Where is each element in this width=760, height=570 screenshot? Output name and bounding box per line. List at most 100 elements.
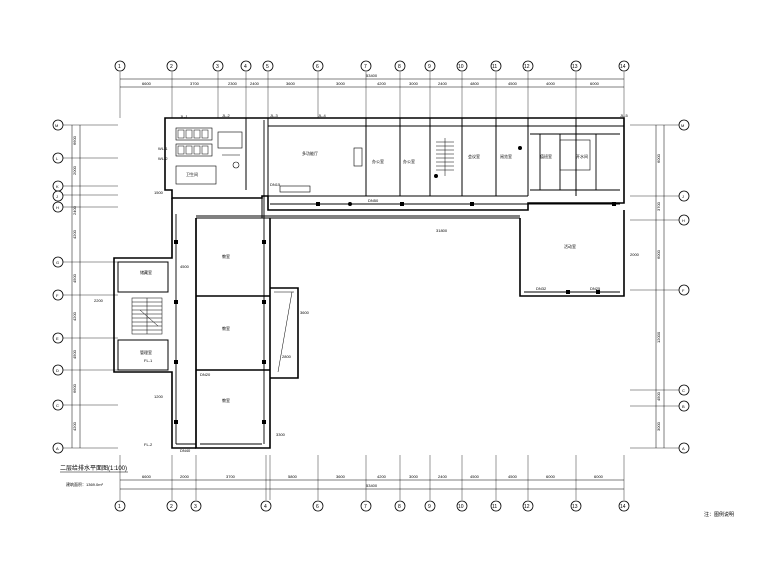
top-dim-8: 3000 [409, 81, 419, 86]
axis-bubble-top-1: 1 [118, 64, 121, 70]
axis-bubble-top-9: 9 [428, 64, 431, 70]
axis-bubble-bottom-2: 2 [170, 504, 173, 510]
room-label-reading: 阅览室 [500, 153, 512, 159]
axis-bubble-right-H: H [682, 218, 685, 223]
bottom-dim-4: 5800 [288, 474, 298, 479]
bottom-grid-axes: 1 2 3 4 6 7 8 9 10 11 12 13 14 [114, 455, 630, 512]
axis-bubble-bottom-14: 14 [620, 504, 626, 510]
room-equipment [279, 139, 591, 193]
room-label-meeting: 会议室 [468, 153, 480, 159]
stair-left [131, 297, 163, 335]
axis-bubble-left-G: G [56, 260, 59, 265]
pipe-tag-jl2: JL-2 [222, 113, 231, 118]
top-dim-12: 4000 [546, 81, 556, 86]
drawing-note: 注：图例说明 [704, 511, 734, 518]
left-dim-6: 4500 [72, 273, 77, 283]
left-dim-1: 6600 [72, 135, 77, 145]
top-dim-6: 3000 [336, 81, 346, 86]
stair-top [436, 138, 454, 176]
axis-bubble-bottom-3: 3 [194, 504, 197, 510]
top-dimension-chain: 53400 6600 3700 2300 2400 3600 3000 4200… [120, 73, 624, 88]
pipe-size-dn15: DN15 [270, 182, 281, 187]
pipe-size-dn50: DN50 [368, 198, 379, 203]
top-dim-13: 6000 [590, 81, 600, 86]
pipe-length-4500: 4500 [180, 264, 190, 269]
axis-bubble-left-L: L [56, 156, 59, 161]
right-dim-2: 3700 [656, 201, 661, 211]
left-dim-8: 4500 [72, 349, 77, 359]
room-label-storage: 储藏室 [140, 269, 152, 275]
axis-bubble-left-K: K [56, 184, 59, 189]
axis-bubble-top-10: 10 [458, 64, 464, 70]
top-dim-1: 6600 [142, 81, 152, 86]
room-label-management: 管理室 [140, 349, 152, 355]
left-dim-4: 2400 [72, 205, 77, 215]
room-label-office-1: 办公室 [372, 158, 384, 164]
bottom-dim-10: 4500 [508, 474, 518, 479]
axis-bubble-bottom-6: 6 [316, 504, 319, 510]
room-label-classroom-2: 教室 [222, 325, 230, 331]
left-dim-7: 4200 [72, 311, 77, 321]
axis-bubble-top-6: 6 [316, 64, 319, 70]
axis-bubble-top-11: 11 [492, 64, 497, 70]
pipe-tag-fl2: FL-2 [144, 442, 153, 447]
axis-bubble-bottom-8: 8 [398, 504, 401, 510]
right-grid-axes: M J H F C B A 6000 3700 6000 12000 4500 … [630, 119, 690, 454]
bottom-dim-12: 6000 [594, 474, 604, 479]
axis-bubble-bottom-12: 12 [524, 504, 530, 510]
top-block-partitions [245, 118, 624, 197]
drawing-scale-note: 建筑面积：1369.0m² [66, 481, 104, 487]
pipe-tag-wl2: WL-2 [158, 156, 168, 161]
axis-bubble-left-M: M [55, 123, 58, 128]
room-labels: 多功能厅 办公室 办公室 会议室 阅览室 卫生间 教室 教室 教室 活动室 储藏… [140, 150, 588, 403]
room-label-duty: 值班室 [540, 153, 552, 159]
pipe-length-1500: 1500 [154, 190, 164, 195]
axis-bubble-right-A: A [682, 446, 685, 451]
top-dim-2: 3700 [190, 81, 200, 86]
room-label-toilet: 卫生间 [186, 171, 198, 177]
pipe-length-3300: 3300 [276, 432, 286, 437]
axis-bubble-bottom-10: 10 [458, 504, 464, 510]
bottom-overall-dimension: 53400 [366, 483, 378, 488]
axis-bubble-bottom-7: 7 [364, 504, 367, 510]
right-dim-3: 6000 [656, 249, 661, 259]
top-dim-10: 4800 [470, 81, 480, 86]
right-dim-1: 6000 [656, 153, 661, 163]
axis-bubble-left-E: E [56, 336, 59, 341]
pipe-length-31800: 31800 [436, 228, 448, 233]
axis-bubble-bottom-11: 11 [492, 504, 497, 510]
axis-bubble-left-J: J [56, 194, 58, 199]
left-dim-2: 2000 [72, 165, 77, 175]
bottom-dim-2: 2000 [180, 474, 190, 479]
axis-bubble-right-B: B [682, 404, 685, 409]
room-label-activity: 活动室 [564, 243, 576, 249]
pipe-fittings [174, 146, 616, 424]
pipe-size-dn25: DN25 [590, 286, 601, 291]
left-dim-5: 4200 [72, 229, 77, 239]
bottom-dim-6: 4200 [377, 474, 387, 479]
pipe-length-2800: 2800 [282, 354, 292, 359]
pipe-length-3600: 3600 [300, 310, 310, 315]
axis-bubble-bottom-4: 4 [264, 504, 267, 510]
building-walls [113, 117, 625, 449]
pipe-runs [175, 120, 620, 445]
axis-bubble-left-A: A [56, 446, 59, 451]
pipe-tags: JL-1 JL-2 JL-3 JL-4 JL-5 WL-1 WL-2 FL-1 … [94, 113, 640, 453]
axis-bubble-left-C: C [56, 403, 59, 408]
protrusion-ramp [274, 291, 294, 373]
axis-bubble-top-2: 2 [170, 64, 173, 70]
top-dim-3: 2300 [228, 81, 238, 86]
bottom-dim-5: 3600 [336, 474, 346, 479]
axis-bubble-top-13: 13 [572, 64, 578, 70]
right-dim-6: 3000 [656, 421, 661, 431]
left-dim-9: 6600 [72, 383, 77, 393]
axis-bubble-left-D: D [56, 368, 59, 373]
pipe-tag-jl3: JL-3 [270, 113, 279, 118]
axis-bubble-right-M: M [681, 123, 684, 128]
axis-bubble-bottom-13: 13 [572, 504, 578, 510]
bottom-dim-9: 4500 [470, 474, 480, 479]
bottom-dim-3: 3700 [226, 474, 236, 479]
axis-bubble-bottom-9: 9 [428, 504, 431, 510]
room-label-multifunction: 多功能厅 [302, 150, 318, 156]
